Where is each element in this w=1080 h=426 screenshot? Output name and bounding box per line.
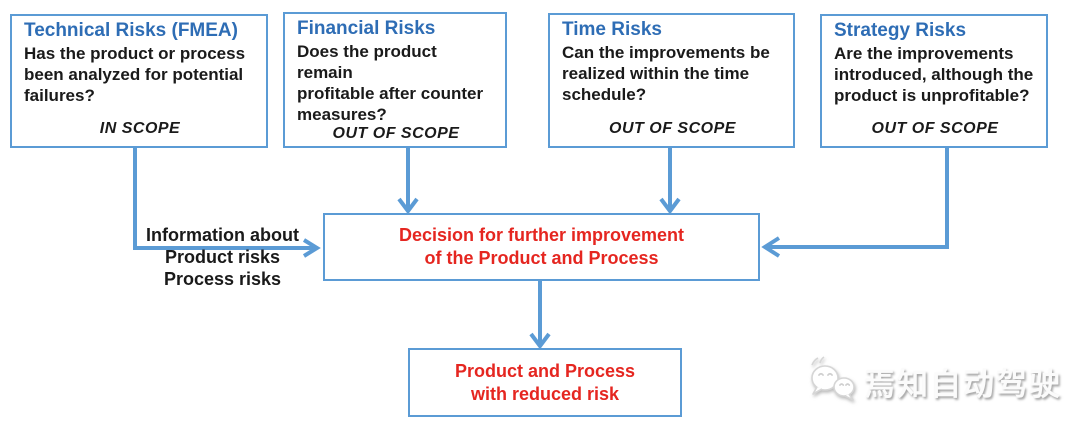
information-about-label: Information about Product risks Process … <box>146 225 299 289</box>
watermark: 焉知自动驾驶 <box>808 352 1072 410</box>
strategy-risks-question: Are the improvements introduced, althoug… <box>834 44 1034 106</box>
financial-risks-title: Financial Risks <box>297 18 436 39</box>
technical-risks-scope-label: IN SCOPE <box>99 120 181 137</box>
financial-risks-scope-label: OUT OF SCOPE <box>332 125 460 143</box>
technical-risks-title: Technical Risks (FMEA) <box>24 20 238 41</box>
arrow-financial-to-decision <box>397 148 419 215</box>
financial-risks-question: Does the product remain profitable after… <box>297 42 484 125</box>
financial-risks-box: Financial Risks Does the product remain … <box>283 12 507 148</box>
time-risks-title: Time Risks <box>562 19 662 40</box>
arrow-time-to-decision <box>659 148 681 215</box>
time-risks-scope-label: OUT OF SCOPE <box>609 120 736 137</box>
decision-box: Decision for further improvement of the … <box>323 213 760 281</box>
result-box: Product and Process with reduced risk <box>408 348 682 417</box>
arrow-technical-to-decision <box>133 148 321 258</box>
arrow-strategy-to-decision <box>761 148 949 258</box>
watermark-text: 焉知自动驾驶 <box>864 366 1062 402</box>
technical-risks-box: Technical Risks (FMEA) Has the product o… <box>10 14 268 148</box>
strategy-risks-scope-label: OUT OF SCOPE <box>871 120 999 137</box>
time-risks-question: Can the improvements be realized within … <box>562 43 770 105</box>
arrow-decision-to-result <box>529 281 551 350</box>
chat-bubbles-icon <box>811 356 855 401</box>
time-risks-box: Time Risks Can the improvements be reali… <box>548 13 795 148</box>
technical-risks-question: Has the product or process been analyzed… <box>24 44 246 106</box>
strategy-risks-box: Strategy Risks Are the improvements intr… <box>820 14 1048 148</box>
strategy-risks-title: Strategy Risks <box>834 20 967 41</box>
